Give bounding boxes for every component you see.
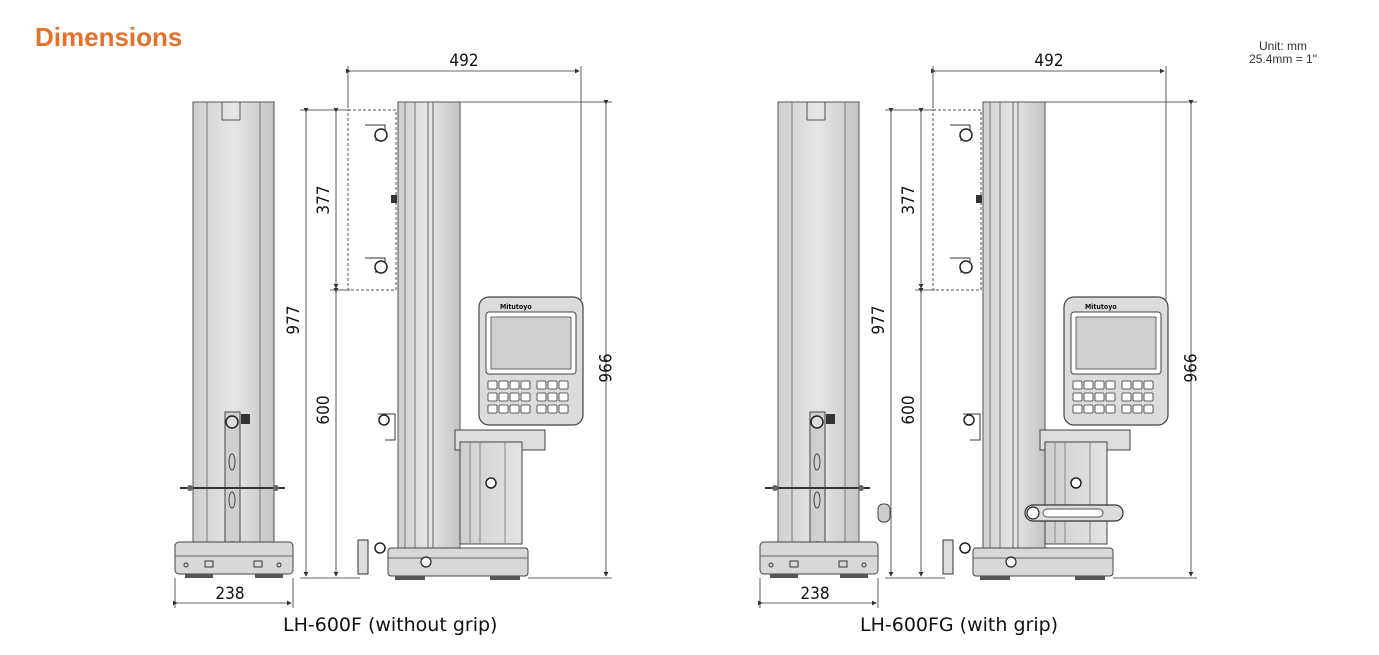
dim-977: 977 (869, 305, 889, 334)
display-brand-logo: Mitutoyo (500, 303, 532, 311)
dim-238: 238 (800, 584, 829, 604)
unit-note: Unit: mm 25.4mm = 1" (1249, 40, 1317, 66)
caption-lh-600fg: LH-600FG (with grip) (860, 614, 1059, 636)
dim-977: 977 (284, 305, 304, 334)
page-title: Dimensions (35, 22, 183, 52)
unit-line-2: 25.4mm = 1" (1249, 52, 1317, 66)
dim-600: 600 (314, 395, 334, 424)
caption-lh-600f: LH-600F (without grip) (283, 614, 498, 636)
dim-492: 492 (1034, 51, 1063, 71)
dim-996: 996 (594, 353, 614, 382)
unit-line-1: Unit: mm (1259, 39, 1308, 53)
dim-996: 996 (1179, 353, 1199, 382)
dim-492: 492 (449, 51, 478, 71)
figure-lh-600f: 492 377 977 600 996 238 Mitutoyo (175, 51, 614, 608)
dim-238: 238 (215, 584, 244, 604)
dim-377: 377 (314, 185, 334, 214)
grip-handle (877, 503, 1124, 523)
dim-600: 600 (899, 395, 919, 424)
display-brand-logo: Mitutoyo (1085, 303, 1117, 311)
figure-lh-600fg: 492 377 977 600 996 238 Mitutoyo (760, 51, 1199, 608)
dim-377: 377 (899, 185, 919, 214)
